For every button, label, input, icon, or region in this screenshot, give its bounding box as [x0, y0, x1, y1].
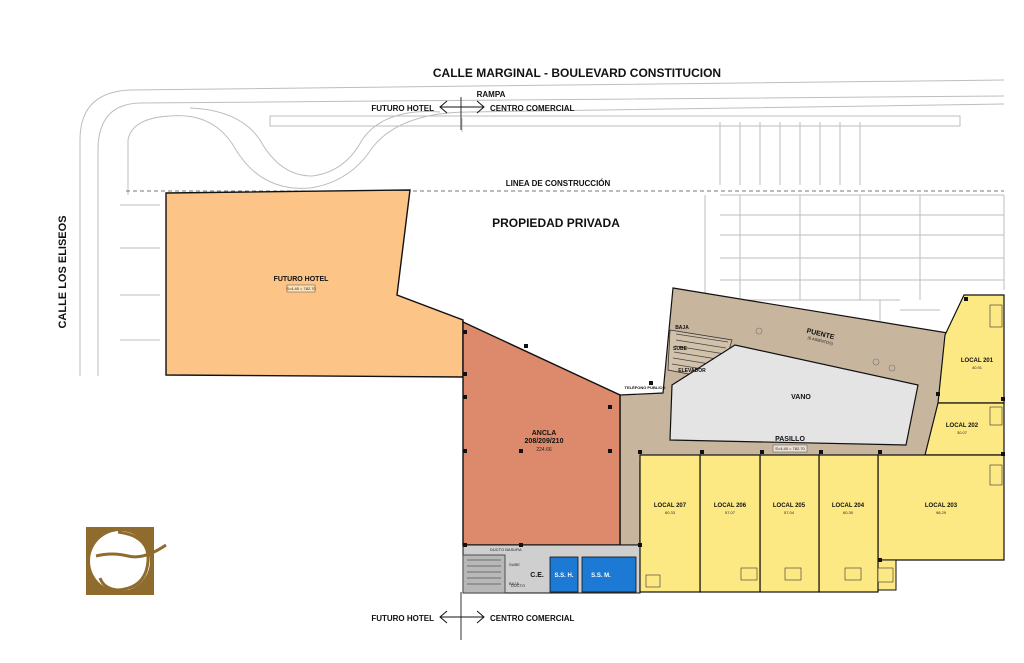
hotel-area-tag: S=4.40 = 782.70 — [286, 286, 316, 291]
hotel-area — [165, 189, 464, 378]
local-206-area-value: 57.07 — [725, 510, 736, 515]
stair-treads — [671, 333, 729, 373]
local-204-name: LOCAL 204 — [832, 503, 865, 509]
local-206-name: LOCAL 206 — [714, 503, 747, 509]
logo — [86, 527, 167, 595]
restroom-women — [581, 556, 637, 593]
hotel-area-tag-box — [286, 284, 316, 293]
pasillo-tag: S=4.40 = 782.70 — [775, 446, 805, 451]
dir-bottom-right: CENTRO COMERCIAL — [490, 614, 575, 623]
ssm-label: S.S. M. — [591, 573, 611, 579]
elevator-label: ELEVADOR — [678, 368, 706, 374]
street-context-lines — [79, 79, 1005, 376]
local-202-area-value: 30.07 — [957, 430, 968, 435]
ancla-area-value: 224.66 — [536, 447, 552, 453]
ce-label: C.E. — [530, 572, 544, 579]
local-204-area-value: 60.30 — [843, 510, 854, 515]
puente-note: (6 ASIENTOS) — [807, 335, 834, 346]
private-property-label: PROPIEDAD PRIVADA — [492, 216, 620, 230]
vano-area — [669, 344, 919, 446]
fixtures — [645, 304, 1003, 588]
pasillo-label: PASILLO — [775, 436, 805, 443]
bridge-seating — [755, 327, 896, 372]
ramp-label: RAMPA — [477, 90, 506, 99]
pasillo-tag-box — [772, 444, 808, 453]
hotel-name: FUTURO HOTEL — [274, 276, 330, 283]
service-stair — [462, 554, 506, 594]
construction-line-label: LINEA DE CONSTRUCCIÓN — [506, 179, 611, 188]
restroom-men — [549, 556, 579, 593]
dir-top-right: CENTRO COMERCIAL — [490, 104, 575, 113]
service-sube-label: SUBE — [509, 562, 520, 567]
local-203-name: LOCAL 203 — [925, 503, 958, 509]
structural-columns — [463, 297, 1005, 562]
stair-baja-label: BAJA — [675, 325, 689, 331]
local-205-area-value: 57.04 — [784, 510, 795, 515]
ssh-label: S.S. H. — [554, 573, 573, 579]
service-baja-label: BAJA — [509, 581, 519, 586]
phone-label: TELÉFONO PÚBLICO — [625, 385, 666, 390]
local-207-area-value: 60.33 — [665, 510, 676, 515]
left-street-label: CALLE LOS ELISEOS — [57, 215, 69, 328]
direction-arrows-top — [439, 100, 485, 114]
ancla-name: ANCLA — [532, 430, 557, 437]
local-207-area — [639, 454, 701, 593]
stair-sube-label: SUBE — [673, 346, 688, 352]
local-202-name: LOCAL 202 — [946, 423, 979, 429]
local-207-name: LOCAL 207 — [654, 503, 687, 509]
ducto-label: DUCTO — [511, 583, 525, 588]
local-205-name: LOCAL 205 — [773, 503, 806, 509]
local-201-name: LOCAL 201 — [961, 358, 994, 364]
ancla-number: 208/209/210 — [525, 438, 564, 445]
top-street-label: CALLE MARGINAL - BOULEVARD CONSTITUCION — [433, 66, 721, 80]
local-201-area-value: 40.91 — [972, 365, 983, 370]
vano-label: VANO — [791, 394, 811, 401]
direction-arrows-bottom — [439, 610, 485, 624]
dir-top-left: FUTURO HOTEL — [371, 104, 434, 113]
dir-bottom-left: FUTURO HOTEL — [371, 614, 434, 623]
local-203-area-value: 98.29 — [936, 510, 947, 515]
ducto-basura-label: DUCTO BASURA — [490, 547, 522, 552]
